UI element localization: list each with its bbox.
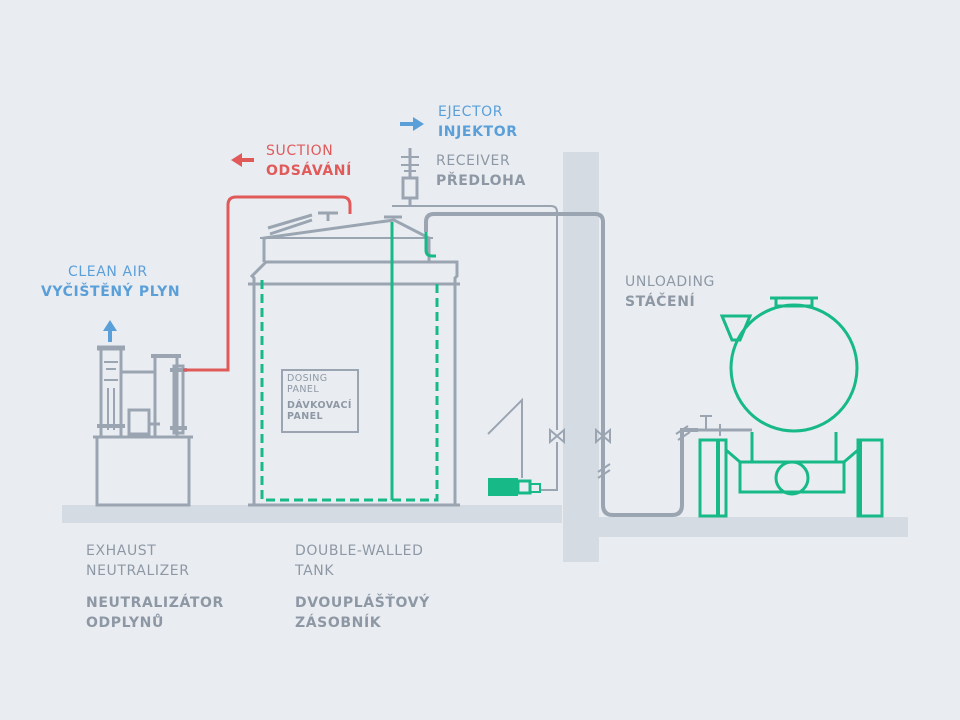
clean-air-label-en: CLEAN AIR (68, 264, 148, 280)
suction-label: SUCTION ODSÁVÁNÍ (266, 141, 352, 181)
unloading-label-en: UNLOADING (625, 274, 716, 290)
unloading-pipe (424, 212, 698, 517)
tanker-valve (698, 415, 752, 436)
dosing-panel-cz-2: PANEL (287, 411, 323, 422)
dosing-panel-en-2: PANEL (287, 384, 320, 395)
tank-en-2: TANK (295, 563, 335, 579)
clean-air-label: CLEAN AIR (68, 262, 148, 282)
ejector-label: EJECTOR INJEKTOR (438, 102, 518, 142)
tanker-truck (698, 296, 884, 518)
exhaust-cz-2: ODPLYNŮ (86, 615, 164, 631)
receiver-label-cz: PŘEDLOHA (436, 173, 526, 189)
dosing-panel-en-1: DOSING (287, 373, 328, 384)
wall (563, 152, 599, 562)
pipe-break-marks (597, 425, 691, 479)
ground-left (62, 505, 562, 523)
tank-en-1: DOUBLE-WALLED (295, 543, 424, 559)
suction-arrow-icon (231, 153, 254, 167)
receiver (401, 148, 419, 206)
receiver-label: RECEIVER PŘEDLOHA (436, 151, 526, 191)
unloading-label: UNLOADING STÁČENÍ (625, 272, 715, 312)
suction-label-cz: ODSÁVÁNÍ (266, 163, 352, 179)
clean-air-label-cz: VYČIŠTĚNÝ PLYN (41, 284, 181, 300)
unloading-label-cz: STÁČENÍ (625, 294, 696, 310)
clean-air-label-cz-wrap: VYČIŠTĚNÝ PLYN (41, 282, 180, 302)
transfer-pump (487, 397, 558, 496)
ejector-arrow-icon (400, 117, 424, 131)
tank-cz-1: DVOUPLÁŠŤOVÝ (295, 595, 430, 611)
receiver-label-en: RECEIVER (436, 153, 511, 169)
dosing-panel-label: DOSING PANEL DÁVKOVACÍ PANEL (287, 373, 352, 422)
clean-air-arrow-icon (103, 320, 117, 342)
double-walled-tank (248, 211, 460, 507)
ejector-label-en: EJECTOR (438, 104, 504, 120)
exhaust-en-1: EXHAUST (86, 543, 157, 559)
exhaust-neutralizer (93, 345, 193, 507)
valve-unloading-line (595, 424, 611, 445)
valve-receiver-line (549, 424, 565, 445)
suction-label-en: SUCTION (266, 143, 334, 159)
inner-tank-wall (260, 222, 439, 502)
suction-pipe (183, 195, 352, 372)
dosing-panel-cz-1: DÁVKOVACÍ (287, 400, 352, 411)
exhaust-cz-1: NEUTRALIZÁTOR (86, 595, 224, 611)
ground-right (598, 517, 908, 537)
double-walled-tank-label: DOUBLE-WALLED TANK DVOUPLÁŠŤOVÝ ZÁSOBNÍK (295, 541, 430, 633)
ejector-label-cz: INJEKTOR (438, 124, 518, 140)
receiver-line (392, 205, 558, 426)
tank-cz-2: ZÁSOBNÍK (295, 615, 382, 631)
exhaust-en-2: NEUTRALIZER (86, 563, 190, 579)
exhaust-neutralizer-label: EXHAUST NEUTRALIZER NEUTRALIZÁTOR ODPLYN… (86, 541, 224, 633)
